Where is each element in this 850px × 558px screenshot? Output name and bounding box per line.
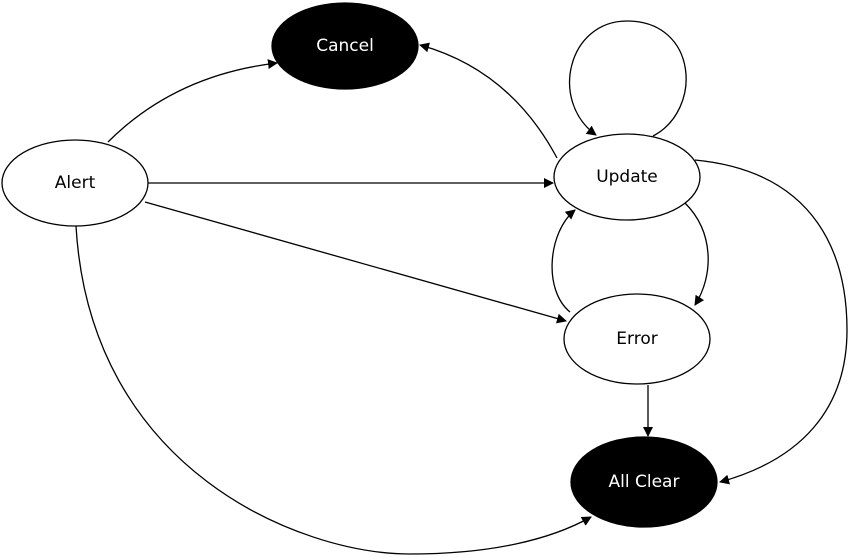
node-error: Error bbox=[563, 293, 711, 385]
node-cancel-shape bbox=[271, 2, 419, 90]
edge-error-to-update bbox=[551, 209, 576, 313]
node-update: Update bbox=[553, 133, 701, 221]
node-all-clear: All Clear bbox=[570, 436, 718, 528]
edge-update-to-cancel bbox=[419, 42, 558, 159]
node-update-shape bbox=[553, 133, 701, 221]
edge-update-to-all-clear bbox=[694, 159, 848, 485]
node-alert-label: Alert bbox=[55, 173, 96, 193]
node-cancel: Cancel bbox=[271, 2, 419, 90]
edge-update-self-loop bbox=[568, 20, 687, 137]
node-alert: Alert bbox=[1, 139, 149, 227]
node-cancel-label: Cancel bbox=[316, 36, 374, 56]
node-error-shape bbox=[563, 293, 711, 385]
edges bbox=[75, 20, 848, 555]
edge-alert-to-all-clear bbox=[75, 225, 592, 555]
node-update-label: Update bbox=[596, 167, 658, 187]
node-error-label: Error bbox=[616, 329, 657, 349]
edge-alert-to-cancel bbox=[107, 59, 278, 143]
node-alert-shape bbox=[1, 139, 149, 227]
edge-update-to-error bbox=[684, 202, 709, 306]
node-all-clear-label: All Clear bbox=[609, 472, 680, 492]
node-all-clear-shape bbox=[570, 436, 718, 528]
edge-alert-to-error bbox=[144, 201, 567, 324]
